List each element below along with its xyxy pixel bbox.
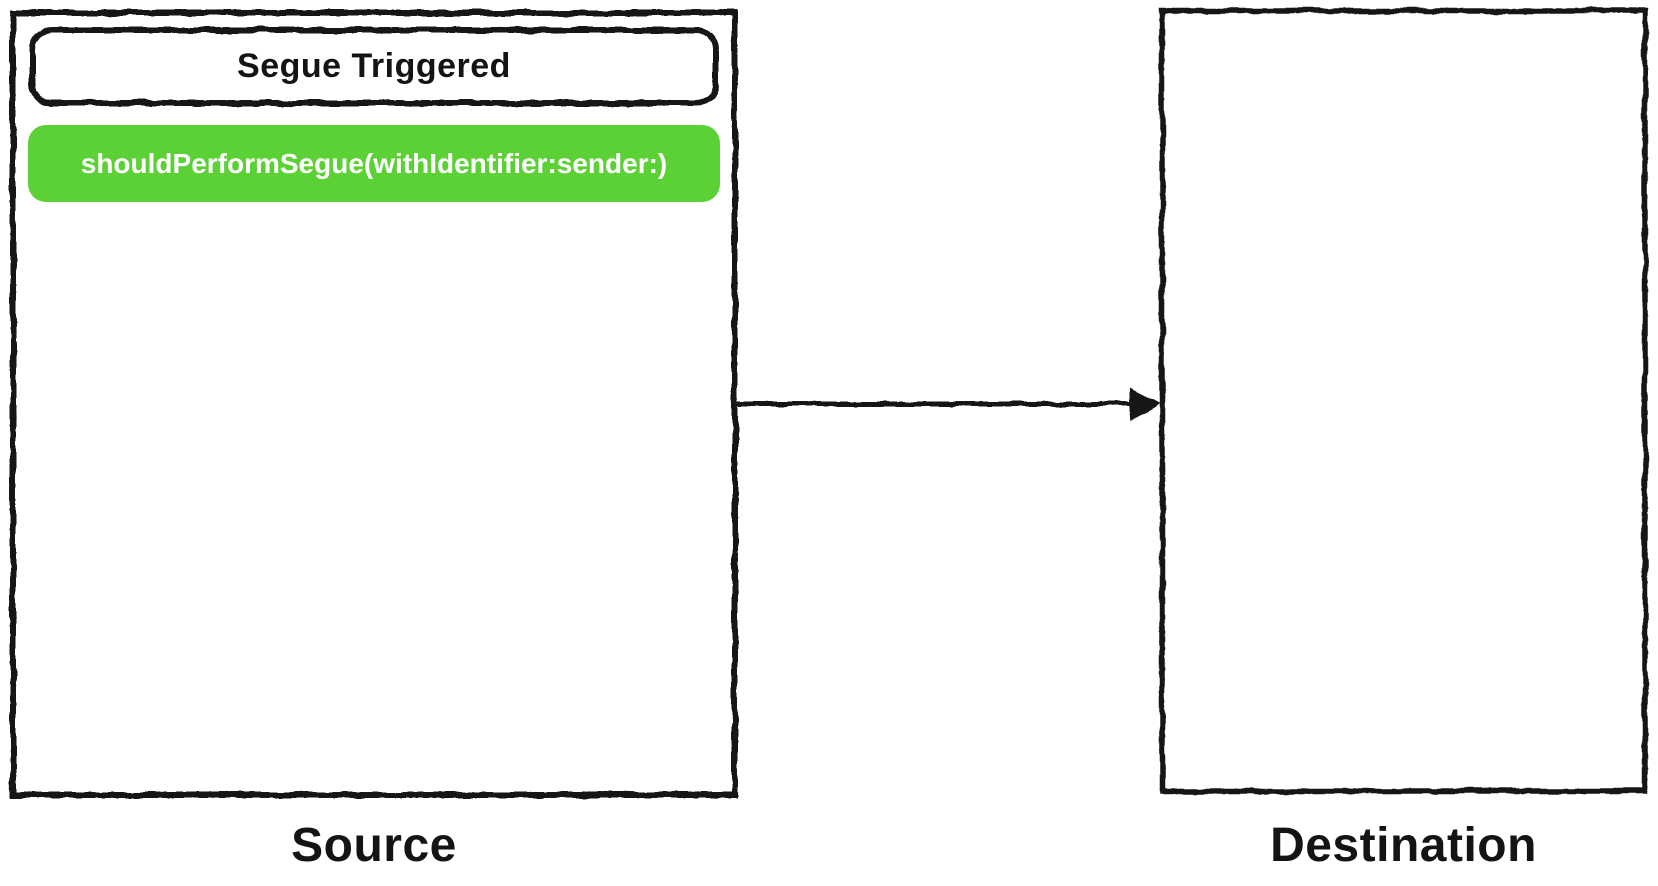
segue-triggered-title: Segue Triggered [237,47,511,85]
destination-box-caption: Destination [1270,818,1537,872]
method-highlight-pill [28,125,720,202]
source-box-caption: Source [291,818,457,872]
should-perform-segue-method-label: shouldPerformSegue(withIdentifier:sender… [80,147,668,179]
destination-box-outline [1159,8,1648,794]
segue-arrow-head-icon [1130,387,1160,421]
segue-triggered-outline [29,27,719,106]
